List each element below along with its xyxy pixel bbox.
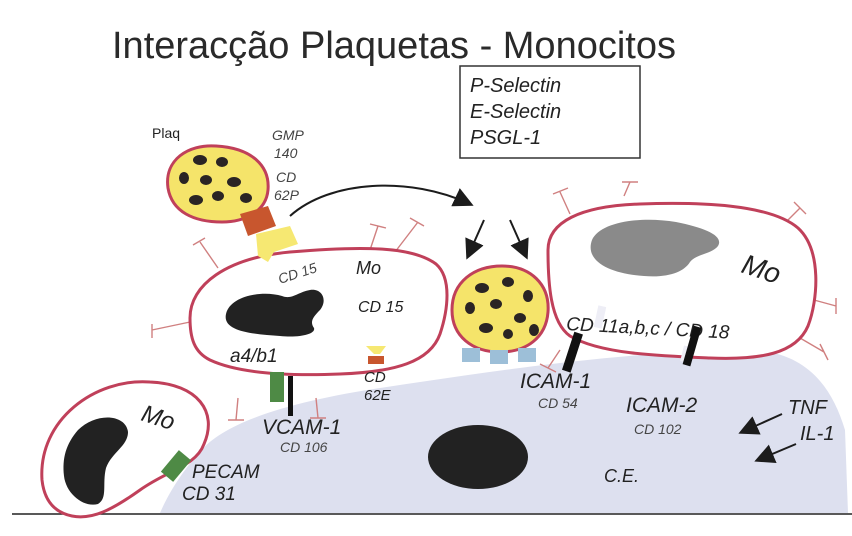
vcam-receptor — [270, 372, 284, 402]
vcam-cd-label: CD 106 — [280, 439, 328, 455]
monocyte-center-cd15: CD 15 — [358, 299, 403, 316]
cd-label: CD — [276, 169, 296, 185]
cd62e-cd-label: CD — [364, 369, 386, 386]
page-title: Interacção Plaquetas - Monocitos — [112, 25, 676, 67]
platelet-middle — [452, 266, 548, 352]
plaq-label: Plaq — [152, 125, 180, 141]
icam1-cd-label: CD 54 — [538, 395, 578, 411]
curved-arrow-icon — [290, 186, 470, 216]
selectin-legend-box: P-Selectin E-Selectin PSGL-1 — [460, 66, 640, 158]
vcam-label: VCAM-1 — [262, 416, 341, 439]
ce-label: C.E. — [604, 466, 639, 486]
gmp-label: GMP — [272, 127, 305, 143]
legend-p-selectin: P-Selectin — [470, 75, 561, 97]
tnf-label: TNF — [788, 397, 829, 419]
cd62p-label: 62P — [274, 187, 300, 203]
legend-psgl1: PSGL-1 — [470, 127, 541, 149]
legend-e-selectin: E-Selectin — [470, 101, 561, 123]
arrow-left-down-icon — [468, 220, 484, 256]
cd62e-num-label: 62E — [364, 387, 392, 404]
a4b1-stick — [288, 376, 293, 416]
arrow-right-down-icon — [510, 220, 526, 256]
icam2-cd-label: CD 102 — [634, 421, 682, 437]
icam2-label: ICAM-2 — [626, 394, 697, 417]
pecam-cd-label: CD 31 — [182, 484, 236, 505]
monocyte-center-label: Mo — [356, 258, 381, 278]
pecam-label: PECAM — [192, 462, 260, 483]
middle-platelet-receptors — [462, 348, 536, 364]
il1-label: IL-1 — [800, 423, 834, 445]
endothelial-nucleus — [428, 425, 528, 489]
n140-label: 140 — [274, 145, 298, 161]
icam1-label: ICAM-1 — [520, 370, 591, 393]
a4b1-label: a4/b1 — [230, 346, 278, 367]
